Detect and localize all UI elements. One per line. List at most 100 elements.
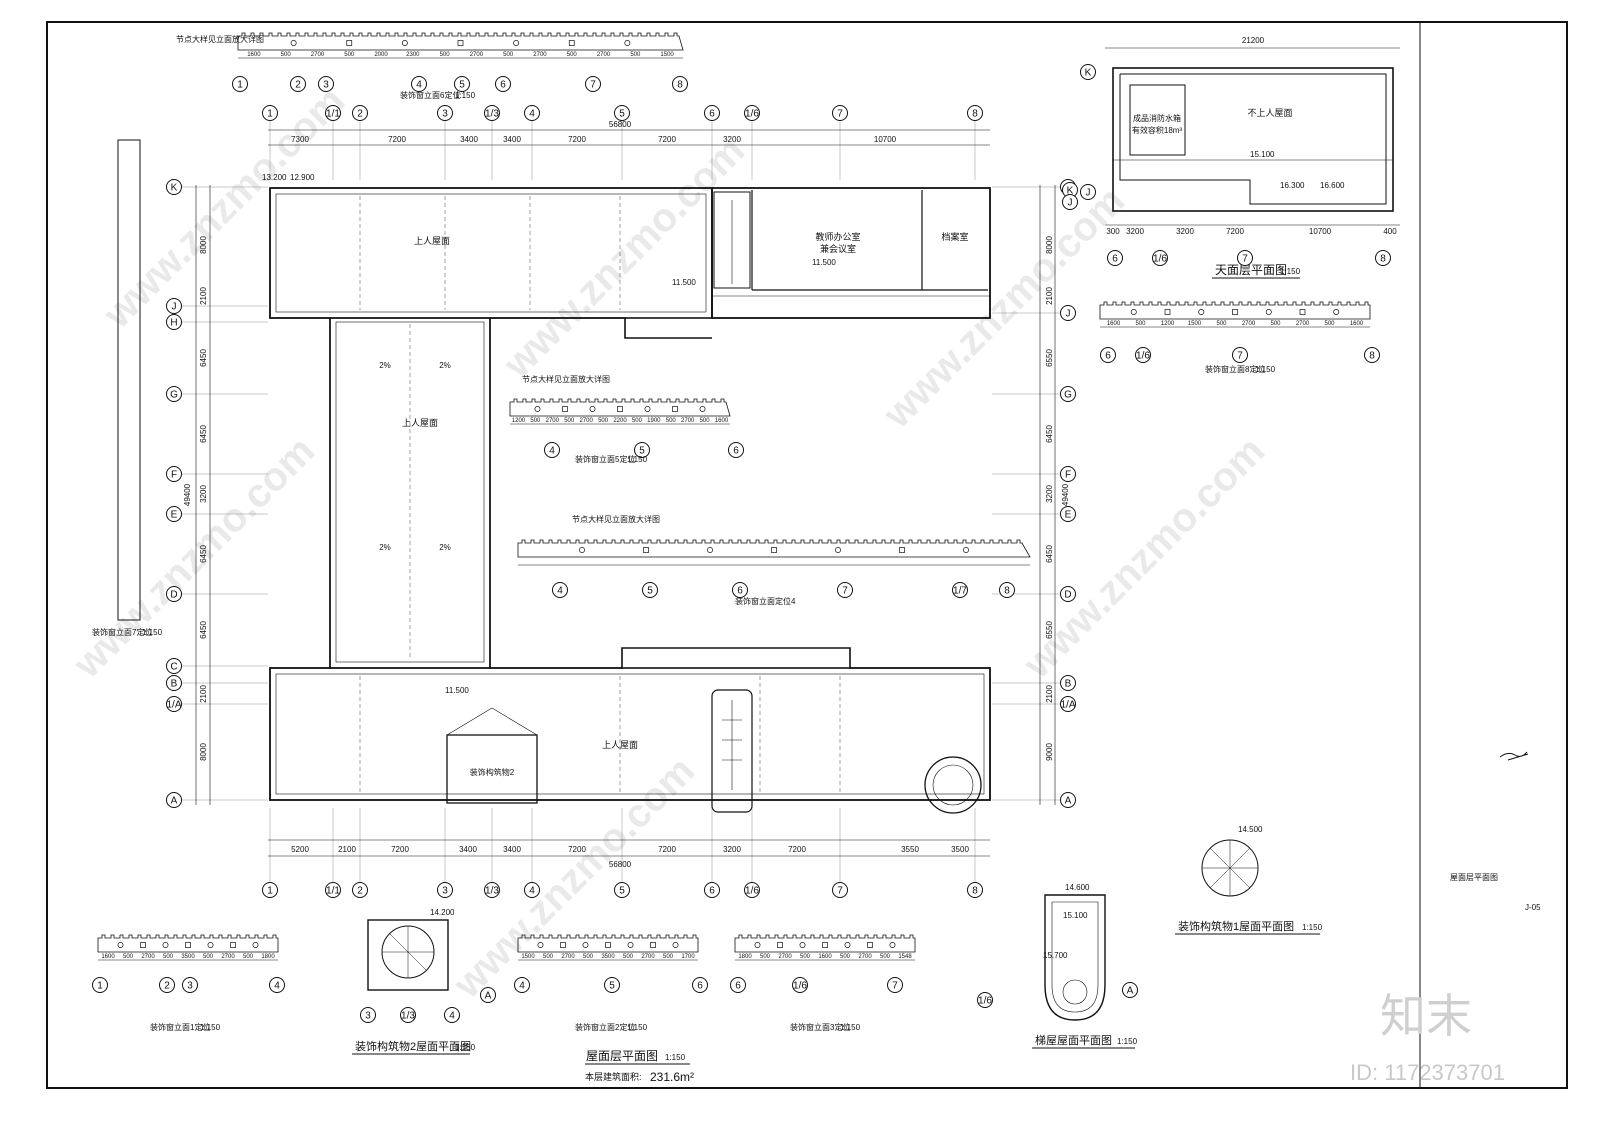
facade7-title: 装饰窗立面7定位 xyxy=(92,627,152,637)
f4-axis-5: 8 xyxy=(999,582,1015,598)
dim-bottom-0: 5200 xyxy=(291,845,309,854)
facade6-scale: 1:150 xyxy=(455,91,476,100)
axis-bottom-6: 5 xyxy=(614,882,630,898)
elev-5: 11.500 xyxy=(445,686,469,695)
axis-top-8: 1/6 xyxy=(744,105,760,121)
dim-bottom-7: 3200 xyxy=(723,845,741,854)
dim-bottom-5: 7200 xyxy=(568,845,586,854)
f4-axis-0: 4 xyxy=(552,582,568,598)
facade5-strip-dim-12: 1600 xyxy=(715,418,729,424)
facade8-strip-dim-7: 2700 xyxy=(1296,321,1310,327)
axis-left-4: F xyxy=(166,466,182,482)
facade6-strip-dim-7: 2700 xyxy=(470,52,484,58)
dim-right-6: 6550 xyxy=(1045,621,1054,639)
roof-axis-left-1: J xyxy=(1080,184,1096,200)
f6-axis-4: 5 xyxy=(454,76,470,92)
facade6-strip-dim-0: 1600 xyxy=(247,52,261,58)
svg-text:B: B xyxy=(1065,679,1072,690)
svg-text:7: 7 xyxy=(1242,254,1248,265)
facade5-strip-dim-9: 500 xyxy=(666,418,677,424)
f1-axis-0: 1 xyxy=(92,977,108,993)
stair-axis-A: A xyxy=(1122,982,1138,998)
facade2-strip-dim-5: 500 xyxy=(623,954,634,960)
svg-text:2: 2 xyxy=(357,886,363,897)
dim-top-5: 7200 xyxy=(658,135,676,144)
svg-text:8: 8 xyxy=(972,886,978,897)
area-value: 231.6m² xyxy=(650,1070,694,1084)
svg-text:5: 5 xyxy=(619,886,625,897)
facade2-strip-dim-7: 500 xyxy=(663,954,674,960)
right-total-dim: 49400 xyxy=(1061,483,1070,506)
svg-text:6: 6 xyxy=(709,886,715,897)
svg-text:J: J xyxy=(1066,309,1071,320)
svg-text:A: A xyxy=(1065,796,1072,807)
f4-axis-2: 6 xyxy=(732,582,748,598)
roof-elev-1: 15.100 xyxy=(1250,150,1275,159)
dim-top-2: 3400 xyxy=(460,135,478,144)
svg-text:5: 5 xyxy=(619,109,625,120)
dim-top-0: 7300 xyxy=(291,135,309,144)
dim-bottom-3: 3400 xyxy=(459,845,477,854)
top-total-dim: 56800 xyxy=(609,120,632,129)
svg-text:K: K xyxy=(1067,186,1074,197)
roof-axis-left2-1: J xyxy=(1062,194,1078,210)
svg-text:G: G xyxy=(1064,390,1072,401)
dim-left-3: 6450 xyxy=(199,425,208,443)
facade3-strip-dim-8: 1548 xyxy=(898,954,912,960)
facade5-strip-dim-2: 2700 xyxy=(546,418,560,424)
svg-text:4: 4 xyxy=(519,981,525,992)
facade6-strip-dim-5: 2300 xyxy=(406,52,420,58)
facade8-strip-dim-3: 1500 xyxy=(1188,321,1202,327)
left-total-dim: 49400 xyxy=(183,483,192,506)
f2-axis-2: 6 xyxy=(692,977,708,993)
facade5-strip-dim-6: 2200 xyxy=(613,418,627,424)
f3-axis-2: 7 xyxy=(887,977,903,993)
axis-left-6: D xyxy=(166,586,182,602)
room-archive: 档案室 xyxy=(941,231,968,242)
roof-elev-3: 16.600 xyxy=(1320,181,1345,190)
axis-right-5: D xyxy=(1060,586,1076,602)
svg-text:8: 8 xyxy=(1004,586,1010,597)
svg-text:5: 5 xyxy=(647,586,653,597)
grid-lines xyxy=(182,121,1060,882)
d2-axis-1: 1/3 xyxy=(400,1007,416,1023)
facade2-strip-dim-1: 500 xyxy=(543,954,554,960)
elev-3: 11.500 xyxy=(672,278,696,287)
facade8-strip-dim-1: 500 xyxy=(1135,321,1146,327)
room-office: 教师办公室 xyxy=(815,231,860,242)
svg-text:K: K xyxy=(171,183,178,194)
d2-axis-2: 4 xyxy=(444,1007,460,1023)
roof-plan-small xyxy=(1105,47,1400,226)
dim-bottom-10: 3500 xyxy=(951,845,969,854)
svg-text:D: D xyxy=(1064,590,1071,601)
stair-roof-title: 梯屋屋面平面图 xyxy=(1035,1034,1112,1047)
facade4-title: 装饰窗立面定位4 xyxy=(735,596,796,606)
facade6-strip-dim-11: 2700 xyxy=(597,52,611,58)
svg-text:7: 7 xyxy=(837,886,843,897)
signature-mark xyxy=(1499,751,1529,761)
axis-bubbles-right: KJGFEDB1/AA xyxy=(1060,179,1076,808)
svg-text:5: 5 xyxy=(609,981,615,992)
facade1-strip-dim-5: 500 xyxy=(203,954,214,960)
svg-text:E: E xyxy=(1065,510,1072,521)
svg-text:1/1: 1/1 xyxy=(326,886,340,897)
stair-elev-2: 15.100 xyxy=(1063,911,1088,920)
facade7-strip xyxy=(117,139,141,621)
facade1-strip-dim-8: 1800 xyxy=(261,954,275,960)
roof-axis-left-0: K xyxy=(1080,64,1096,80)
axis-top-5: 4 xyxy=(524,105,540,121)
axis-top-7: 6 xyxy=(704,105,720,121)
stair-roof-scale: 1:150 xyxy=(1117,1037,1138,1046)
facade1-strip-dim-1: 500 xyxy=(123,954,134,960)
dim-right-7: 2100 xyxy=(1045,685,1054,703)
axis-left-9: 1/A xyxy=(166,696,182,712)
facade3-scale: 1:150 xyxy=(840,1023,861,1032)
facade-note-1: 节点大样见立面放大详图 xyxy=(522,374,610,384)
svg-text:G: G xyxy=(170,390,178,401)
room-decor2: 装饰构筑物2 xyxy=(470,767,515,777)
decor1-title: 装饰构筑物1屋面平面图 xyxy=(1178,919,1294,933)
facade1-strip-dim-4: 3500 xyxy=(181,954,195,960)
facade1-strip-dim-7: 500 xyxy=(243,954,254,960)
